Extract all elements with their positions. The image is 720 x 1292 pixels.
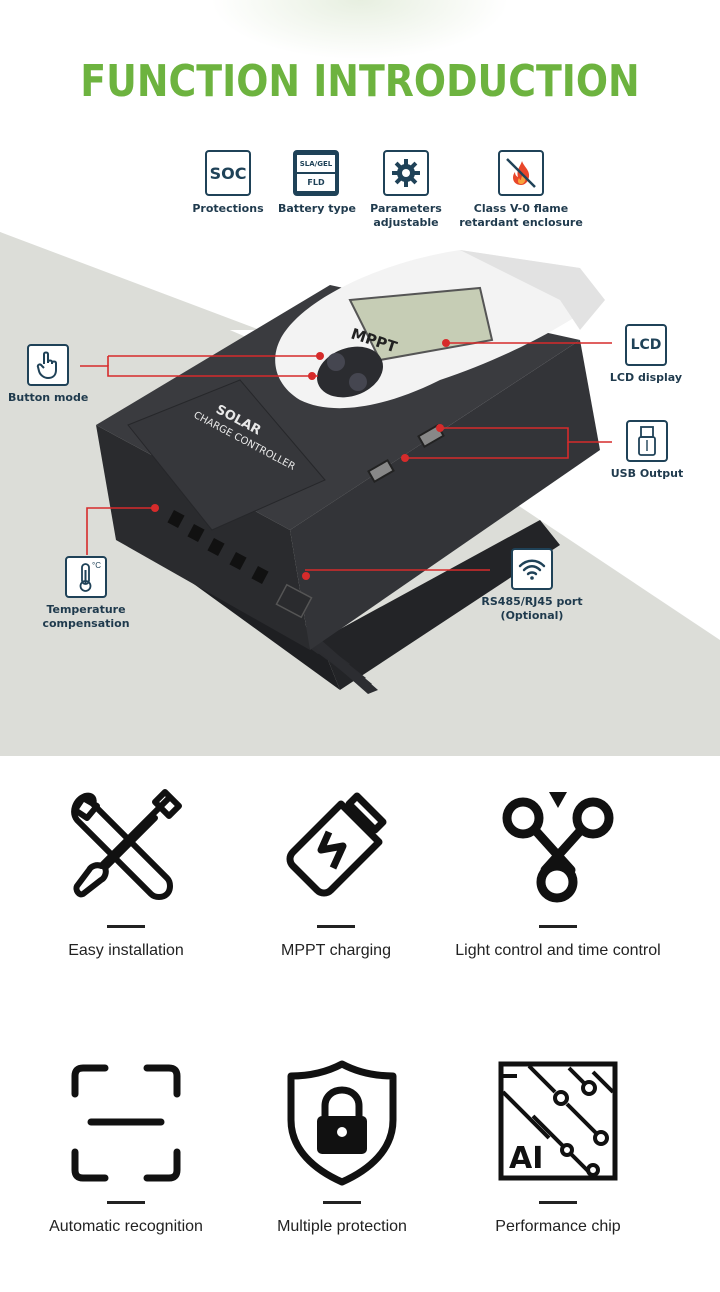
flame-retardant-icon [498,150,544,196]
grid-label: Easy installation [68,942,184,959]
finger-press-icon [27,344,69,386]
callout-temperature: °C Temperature compensation [36,556,136,631]
grid-label: MPPT charging [281,942,391,959]
grid-item-easy-installation: Easy installation [6,782,246,960]
divider-dash [539,1201,577,1204]
feature-flame-retardant: Class V-0 flame retardant enclosure [456,150,586,230]
grid-label: Performance chip [495,1218,621,1235]
grid-item-automatic-recognition: Automatic recognition [6,1058,246,1236]
feature-protections: SOC Protections [192,150,264,216]
grid-label: Multiple protection [277,1218,407,1235]
ai-chip-icon: AI [498,1061,618,1181]
title-glow [210,0,510,60]
feature-label: Battery type [278,202,356,215]
feature-label: Parameters adjustable [370,202,442,229]
svg-text:AI: AI [509,1141,543,1176]
callout-usb-output: USB Output [604,420,690,481]
grid-item-performance-chip: AI Performance chip [438,1058,678,1236]
feature-label: Class V-0 flame retardant enclosure [459,202,583,229]
usb-icon [626,420,668,462]
feature-parameters: Parameters adjustable [368,150,444,230]
divider-dash [323,1201,361,1204]
divider-dash [539,925,577,928]
grid-label: Light control and time control [455,942,661,959]
soc-icon: SOC [205,150,251,196]
callout-button-mode: Button mode [8,344,88,405]
light-time-control-icon [502,792,614,903]
callout-lcd-display: LCD LCD display [604,324,688,385]
grid-item-mppt-charging: MPPT charging [216,782,456,960]
divider-dash [317,925,355,928]
hero-section: FUNCTION INTRODUCTION SOC Protections SL… [0,0,720,756]
thermometer-icon: °C [65,556,107,598]
shield-lock-icon [287,1060,397,1186]
charge-controller-illustration: MPPT SOLAR CHARGE CONTROLLER [80,250,612,694]
feature-label: Protections [192,202,264,215]
battery-type-icon: SLA/GEL FLD [293,150,339,196]
wifi-icon [511,548,553,590]
gear-icon [383,150,429,196]
grid-item-light-time-control: Light control and time control [438,782,678,960]
scan-frame-icon [71,1064,181,1182]
grid-label: Automatic recognition [49,1218,203,1235]
tools-icon [71,789,182,900]
page-title: FUNCTION INTRODUCTION [80,56,640,107]
feature-battery-type: SLA/GEL FLD Battery type [278,150,356,216]
lcd-icon: LCD [625,324,667,366]
divider-dash [107,925,145,928]
battery-charging-icon [286,792,387,897]
divider-dash [107,1201,145,1204]
grid-item-multiple-protection: Multiple protection [222,1058,462,1236]
callout-rs485: RS485/RJ45 port (Optional) [474,548,590,623]
